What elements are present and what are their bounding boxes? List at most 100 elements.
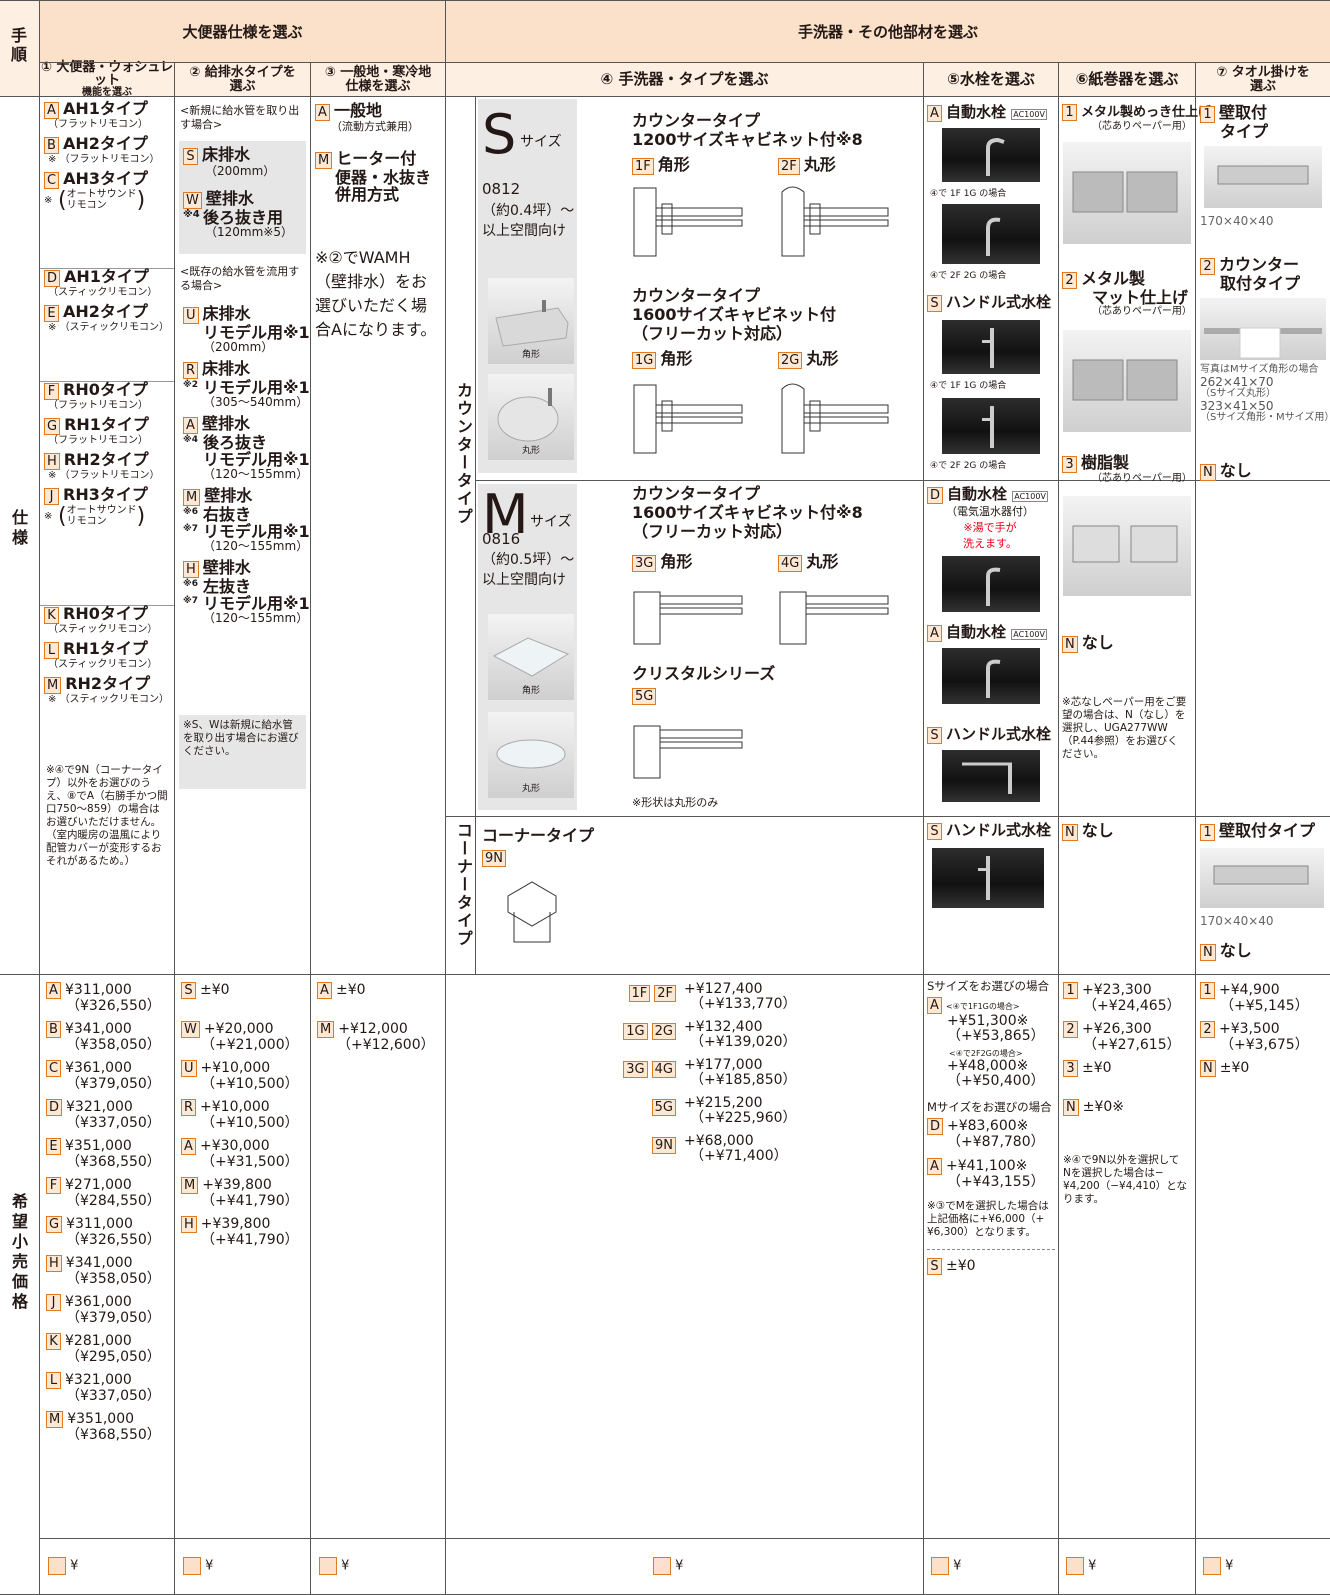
price-value: +¥132,400 [684, 1019, 763, 1035]
subheader-7: ⑦ タオル掛けを選ぶ [1196, 63, 1330, 96]
washbasin-header: 手洗器・その他部材を選ぶ [446, 0, 1330, 62]
total-cell-6[interactable]: ¥ [1066, 1557, 1096, 1575]
price-item-A: A±¥0 [317, 982, 443, 1014]
option-sub: リモコン [66, 516, 107, 527]
option-sub: （120〜155mm） [203, 611, 309, 625]
price-code: A [181, 1138, 196, 1155]
total-cell-2[interactable]: ¥ [183, 1557, 213, 1575]
price-list-6: 1+¥23,300（+¥24,465）2+¥26,300（+¥27,615）3±… [1063, 982, 1191, 1138]
paper-holder-1-photo [1063, 142, 1191, 244]
total-cell-4[interactable]: ¥ [653, 1557, 683, 1575]
price-code: W [181, 1021, 200, 1038]
option-5G[interactable]: 5G [632, 686, 660, 705]
option-name: 右抜き [203, 505, 252, 524]
price-value: ¥311,000 [65, 982, 132, 998]
price-value: +¥26,300 [1082, 1021, 1152, 1037]
option-name: 壁排水 [204, 486, 253, 505]
total-cell-3[interactable]: ¥ [319, 1557, 349, 1575]
price-item-L: L¥321,000（¥337,050） [46, 1372, 172, 1404]
price-item-2: 2+¥26,300（+¥27,615） [1063, 1021, 1191, 1053]
option-mark: ※ [44, 510, 53, 522]
price-value: +¥23,300 [1082, 982, 1152, 998]
faucet-icon [962, 762, 1012, 794]
m-cabinet-round-drawing [779, 591, 889, 645]
price-value: ¥361,000 [65, 1060, 132, 1076]
s-size-letter: S [482, 103, 517, 166]
paper-holder-icon [1072, 171, 1178, 213]
price-item-E: E¥351,000（¥368,550） [46, 1138, 172, 1170]
faucet-icon [986, 567, 1001, 606]
total-cell-7[interactable]: ¥ [1203, 1557, 1233, 1575]
option-9N[interactable]: 9N [482, 848, 510, 867]
price-value: ¥321,000 [65, 1372, 132, 1388]
option-code: G [44, 418, 61, 435]
option-name: 壁排水 [202, 558, 251, 577]
price-list-7: 1+¥4,900（+¥5,145）2+¥3,500（+¥3,675）N±¥0 [1200, 982, 1326, 1099]
price-value: +¥10,000 [200, 1060, 271, 1076]
option-code: M [183, 489, 201, 506]
price-code: 1 [1063, 982, 1078, 999]
corner-towel-dim: 170×40×40 [1200, 914, 1274, 928]
option-name: 左抜き [203, 577, 252, 596]
total-cell-5[interactable]: ¥ [931, 1557, 961, 1575]
price-code: F [46, 1177, 61, 1194]
auto-faucet-photo-1 [942, 128, 1040, 182]
total-input-6 [1066, 1557, 1084, 1575]
price-value: ¥271,000 [65, 1177, 132, 1193]
price-tax: （+¥27,615） [1083, 1037, 1181, 1053]
faucet-icon [978, 856, 990, 900]
s-auto-cap1: ④で 1F 1G の場合 [930, 189, 1007, 199]
towel-bar-icon [1213, 865, 1309, 885]
price-tax: （+¥41,790） [201, 1193, 299, 1209]
subheader-5: ⑤水栓を選ぶ [924, 63, 1058, 96]
cabinet-1600-square-drawing [633, 384, 743, 454]
handle-faucet-photo-1 [942, 320, 1040, 374]
price-tax: （+¥24,465） [1083, 998, 1181, 1014]
total-cell-1[interactable]: ¥ [48, 1557, 78, 1575]
